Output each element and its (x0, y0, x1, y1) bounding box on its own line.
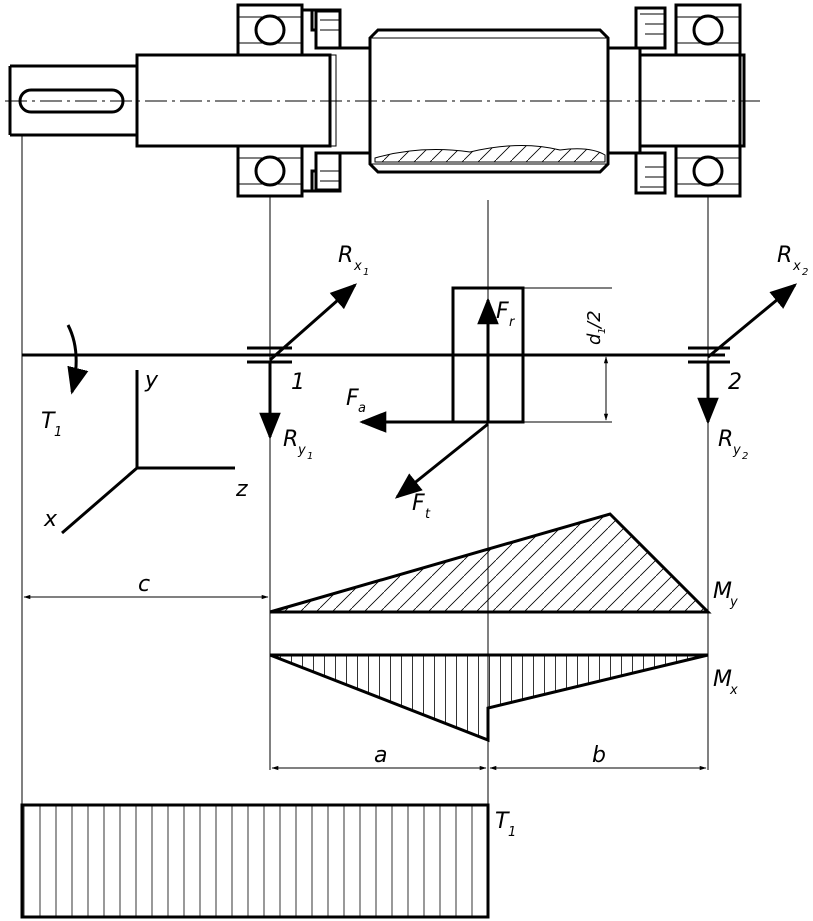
label-F-r: F (496, 299, 509, 324)
pinion (368, 28, 610, 174)
sub-x1: x (353, 259, 362, 274)
axis-x (61, 466, 138, 535)
moment-diagrams: c M y M x a b T 1 (20, 512, 738, 919)
svg-text:1: 1 (597, 328, 608, 334)
label-R-x1: R (338, 243, 353, 268)
dim-c-label: c (138, 572, 150, 597)
axis-y-label: y (144, 368, 159, 393)
label-R-y2: R (718, 427, 733, 452)
torque-arrow (66, 324, 89, 395)
dim-b-label: b (592, 743, 606, 768)
torque-hatch (22, 805, 488, 917)
axis-x-label: x (43, 507, 58, 532)
label-T1-scheme: T (41, 409, 56, 434)
label-R-x2: R (777, 243, 792, 268)
sub-y1: y (297, 443, 306, 458)
My-label: M (713, 579, 732, 604)
label-F-a: F (346, 386, 359, 411)
svg-text:1: 1 (363, 267, 369, 278)
svg-text:r: r (509, 315, 516, 330)
svg-text:1: 1 (508, 825, 516, 840)
support-2-label: 2 (728, 370, 742, 395)
svg-text:d: d (584, 333, 605, 345)
Mx-label: M (713, 667, 732, 692)
torque-diagram (20, 803, 490, 919)
Mx-diagram (269, 653, 709, 743)
force-labels: R x 1 R x 2 R y 1 R y 2 F r F a F t T 1 … (41, 243, 808, 532)
sub-x2: x (792, 259, 801, 274)
svg-text:1: 1 (307, 451, 313, 462)
svg-text:2: 2 (742, 451, 748, 462)
axis-z-label: z (235, 477, 248, 502)
svg-text:x: x (729, 683, 738, 698)
Mx-hatch (270, 655, 708, 740)
reaction-rx2-arrow (707, 283, 798, 359)
force-scheme (22, 283, 798, 535)
d1-label: d 1 /2 (584, 310, 608, 345)
right-cover (634, 6, 667, 195)
label-R-y1: R (283, 427, 298, 452)
sub-y2: y (732, 443, 741, 458)
dim-a-label: a (374, 743, 387, 768)
force-ft-arrow (394, 422, 489, 499)
svg-text:2: 2 (802, 267, 808, 278)
label-F-t: F (412, 491, 425, 516)
svg-text:/2: /2 (584, 310, 605, 330)
left-cover (302, 8, 342, 193)
svg-text:a: a (358, 401, 366, 416)
svg-text:t: t (425, 507, 431, 522)
shaft-assembly (5, 3, 760, 198)
keyway (18, 88, 125, 114)
svg-text:y: y (729, 595, 738, 610)
support-1-label: 1 (291, 370, 305, 395)
My-hatch (270, 514, 708, 612)
torque-label: T (495, 809, 510, 834)
reaction-rx1-arrow (269, 283, 358, 362)
svg-text:1: 1 (54, 425, 62, 440)
